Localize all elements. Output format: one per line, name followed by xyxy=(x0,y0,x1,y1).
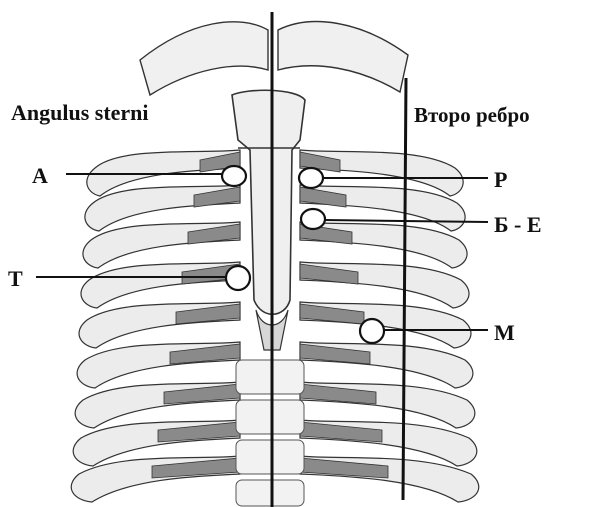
point-m-marker xyxy=(360,319,384,343)
point-m-label: M xyxy=(494,320,515,345)
point-a-marker xyxy=(222,166,246,186)
point-p-marker xyxy=(299,168,323,188)
angulus-sterni-label: Angulus sterni xyxy=(11,100,149,125)
point-be-marker xyxy=(301,209,325,229)
spine xyxy=(236,360,304,506)
point-t-marker xyxy=(226,266,250,290)
point-be-label: Б - Е xyxy=(494,212,542,237)
point-t-label: T xyxy=(8,266,23,291)
second-rib-label: Второ ребро xyxy=(414,103,530,127)
point-p-label: P xyxy=(494,167,507,192)
point-a-label: A xyxy=(32,163,48,188)
